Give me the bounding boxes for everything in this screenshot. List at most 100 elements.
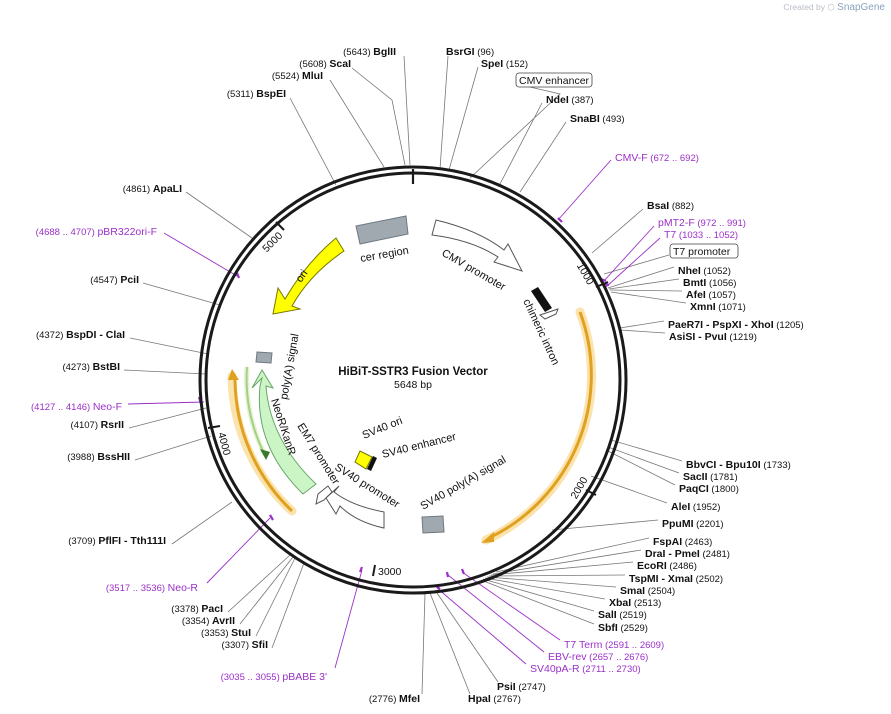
primer-label-pbr322ori-f[interactable]: (4688 .. 4707) pBR322ori-F xyxy=(36,226,157,238)
enzyme-label-spei[interactable]: SpeI (152) xyxy=(481,58,528,70)
enzyme-label-ppumi[interactable]: PpuMI (2201) xyxy=(662,518,724,530)
primer-label-t7-term[interactable]: T7 Term (2591 .. 2609) xyxy=(564,639,664,651)
snapgene-logo-icon: ⬡ xyxy=(827,2,835,12)
enzyme-label-bglii[interactable]: (5643) BglII xyxy=(343,46,396,58)
feature-polya-signal[interactable] xyxy=(255,351,273,364)
enzyme-position: (96) xyxy=(475,47,495,58)
enzyme-position: (2201) xyxy=(694,519,724,530)
enzyme-label-asisi-pvui[interactable]: AsiSI - PvuI (1219) xyxy=(669,331,757,343)
enzyme-label-bspei[interactable]: (5311) BspEI xyxy=(227,88,286,100)
enzyme-position: (1071) xyxy=(716,302,746,313)
feature-sv40-enhancer-bar[interactable] xyxy=(367,456,377,471)
enzyme-label-tspmi-xmai[interactable]: TspMI - XmaI (2502) xyxy=(629,573,723,585)
primer-label-cmv-f[interactable]: CMV-F (672 .. 692) xyxy=(615,152,699,164)
enzyme-position: (2504) xyxy=(645,586,675,597)
enzyme-label-ecori[interactable]: EcoRI (2486) xyxy=(637,560,697,572)
enzyme-label-rsrii[interactable]: (4107) RsrII xyxy=(71,419,125,431)
enzyme-label-paer7i-pspxi-xhoi[interactable]: PaeR7I - PspXI - XhoI (1205) xyxy=(668,319,804,331)
boxed-labels: CMV enhancer T7 promoter xyxy=(515,72,739,259)
enzyme-label-psii[interactable]: PsiI (2747) xyxy=(497,681,546,693)
credit-brand: SnapGene xyxy=(837,2,885,13)
enzyme-name: ScaI xyxy=(329,58,351,70)
feature-left-orf-arrowhead xyxy=(228,369,239,380)
primer-label-neo-r[interactable]: (3517 .. 3536) Neo-R xyxy=(106,582,199,594)
feature-em7-promoter[interactable] xyxy=(315,485,333,505)
enzyme-label-mlui[interactable]: (5524) MluI xyxy=(272,70,323,82)
enzyme-label-bspdi-clai[interactable]: (4372) BspDI - ClaI xyxy=(36,329,125,341)
enzyme-label-paci[interactable]: (3378) PacI xyxy=(171,603,223,615)
enzyme-label-ndei[interactable]: NdeI (387) xyxy=(546,94,594,106)
feature-chimeric-intron-arrow[interactable] xyxy=(538,308,559,320)
enzyme-label-stui[interactable]: (3353) StuI xyxy=(201,627,251,639)
enzyme-label-alei[interactable]: AleI (1952) xyxy=(671,501,720,513)
enzyme-label-bsrgi[interactable]: BsrGI (96) xyxy=(446,46,494,58)
enzyme-name: PsiI xyxy=(497,681,516,693)
primer-label-pbabe-3[interactable]: (3035 .. 3055) pBABE 3' xyxy=(221,671,327,683)
enzyme-position: (3307) xyxy=(222,640,252,651)
feature-chimeric-intron-marker[interactable] xyxy=(531,287,552,312)
enzyme-label-apali[interactable]: (4861) ApaLI xyxy=(123,183,182,195)
enzyme-label-hpai[interactable]: HpaI (2767) xyxy=(468,693,521,705)
enzyme-label-pflfi-tth111i[interactable]: (3709) PflFI - Tth111I xyxy=(68,535,166,547)
enzyme-position: (5311) xyxy=(227,89,256,100)
feature-cer-region[interactable] xyxy=(355,215,409,245)
enzyme-label-sfii[interactable]: (3307) SfiI xyxy=(222,639,269,651)
primer-label-t7[interactable]: T7 (1033 .. 1052) xyxy=(664,229,738,241)
enzyme-label-bstbi[interactable]: (4273) BstBI xyxy=(62,361,120,373)
cmv-enhancer-box xyxy=(515,72,593,88)
enzyme-label-fspai[interactable]: FspAI (2463) xyxy=(653,536,712,548)
feature-sv40-ori[interactable] xyxy=(354,450,373,470)
primer-position: (4688 .. 4707) xyxy=(36,227,98,238)
enzyme-label-bsshii[interactable]: (3988) BssHII xyxy=(67,451,130,463)
label-sv40-enhancer: SV40 enhancer xyxy=(381,431,458,461)
tick-label-3000: 3000 xyxy=(378,566,402,578)
enzyme-label-sbfi[interactable]: SbfI (2529) xyxy=(598,622,648,634)
label-chimeric-intron: chimeric intron xyxy=(520,297,561,367)
enzyme-label-bsai[interactable]: BsaI (882) xyxy=(647,200,694,212)
enzyme-label-bbvci-bpu10i[interactable]: BbvCI - Bpu10I (1733) xyxy=(686,459,791,471)
primer-label-pmt2-f[interactable]: pMT2-F (972 .. 991) xyxy=(658,217,746,229)
primer-position: (2591 .. 2609) xyxy=(602,640,664,651)
feature-orf[interactable] xyxy=(488,311,593,540)
feature-track xyxy=(227,215,597,545)
enzyme-label-drai-pmei[interactable]: DraI - PmeI (2481) xyxy=(645,548,730,560)
enzyme-label-pcii[interactable]: (4547) PciI xyxy=(90,274,139,286)
primer-label-ebv-rev[interactable]: EBV-rev (2657 .. 2676) xyxy=(548,651,648,663)
enzyme-label-mfei[interactable]: (2776) MfeI xyxy=(369,693,420,705)
feature-sv40-promoter[interactable] xyxy=(325,485,385,529)
enzyme-label-snabi[interactable]: SnaBI (493) xyxy=(570,113,625,125)
enzyme-name: PflFI - Tth111I xyxy=(98,535,166,547)
primer-label-sv40pa-r[interactable]: SV40pA-R (2711 .. 2730) xyxy=(530,663,641,675)
primer-name: Neo-F xyxy=(93,401,122,413)
primer-label-neo-f[interactable]: (4127 .. 4146) Neo-F xyxy=(31,401,122,413)
feature-sv40-polya[interactable] xyxy=(421,515,445,534)
feature-left-orf[interactable] xyxy=(233,379,294,513)
enzyme-label-smai[interactable]: SmaI (2504) xyxy=(620,585,675,597)
enzyme-name: PciI xyxy=(120,274,139,286)
enzyme-position: (3988) xyxy=(67,452,97,463)
feature-neor-kanr[interactable] xyxy=(251,369,317,495)
enzyme-name: BglII xyxy=(373,46,396,58)
enzyme-position: (3353) xyxy=(201,628,231,639)
enzyme-label-scai[interactable]: (5608) ScaI xyxy=(299,58,351,70)
enzyme-name: SacII xyxy=(683,471,708,483)
enzyme-label-bmti[interactable]: BmtI (1056) xyxy=(683,277,736,289)
tick-label-4000: 4000 xyxy=(215,431,233,457)
t7-promoter-box xyxy=(669,243,739,259)
enzyme-position: (4547) xyxy=(90,275,120,286)
enzyme-name: XbaI xyxy=(609,597,631,609)
enzyme-name: BspDI - ClaI xyxy=(66,329,125,341)
enzyme-label-avrii[interactable]: (3354) AvrII xyxy=(182,615,235,627)
enzyme-position: (882) xyxy=(669,201,694,212)
enzyme-label-sali[interactable]: SalI (2519) xyxy=(598,609,647,621)
enzyme-label-paqci[interactable]: PaqCI (1800) xyxy=(679,483,739,495)
enzyme-label-xbai[interactable]: XbaI (2513) xyxy=(609,597,661,609)
enzyme-label-afei[interactable]: AfeI (1057) xyxy=(686,289,736,301)
feature-cmv-promoter[interactable] xyxy=(431,219,524,272)
enzyme-label-xmni[interactable]: XmnI (1071) xyxy=(690,301,746,313)
feature-ori[interactable] xyxy=(272,237,345,315)
enzyme-label-sacii[interactable]: SacII (1781) xyxy=(683,471,738,483)
enzyme-position: (1205) xyxy=(774,320,804,331)
enzyme-label-nhei[interactable]: NheI (1052) xyxy=(678,265,731,277)
